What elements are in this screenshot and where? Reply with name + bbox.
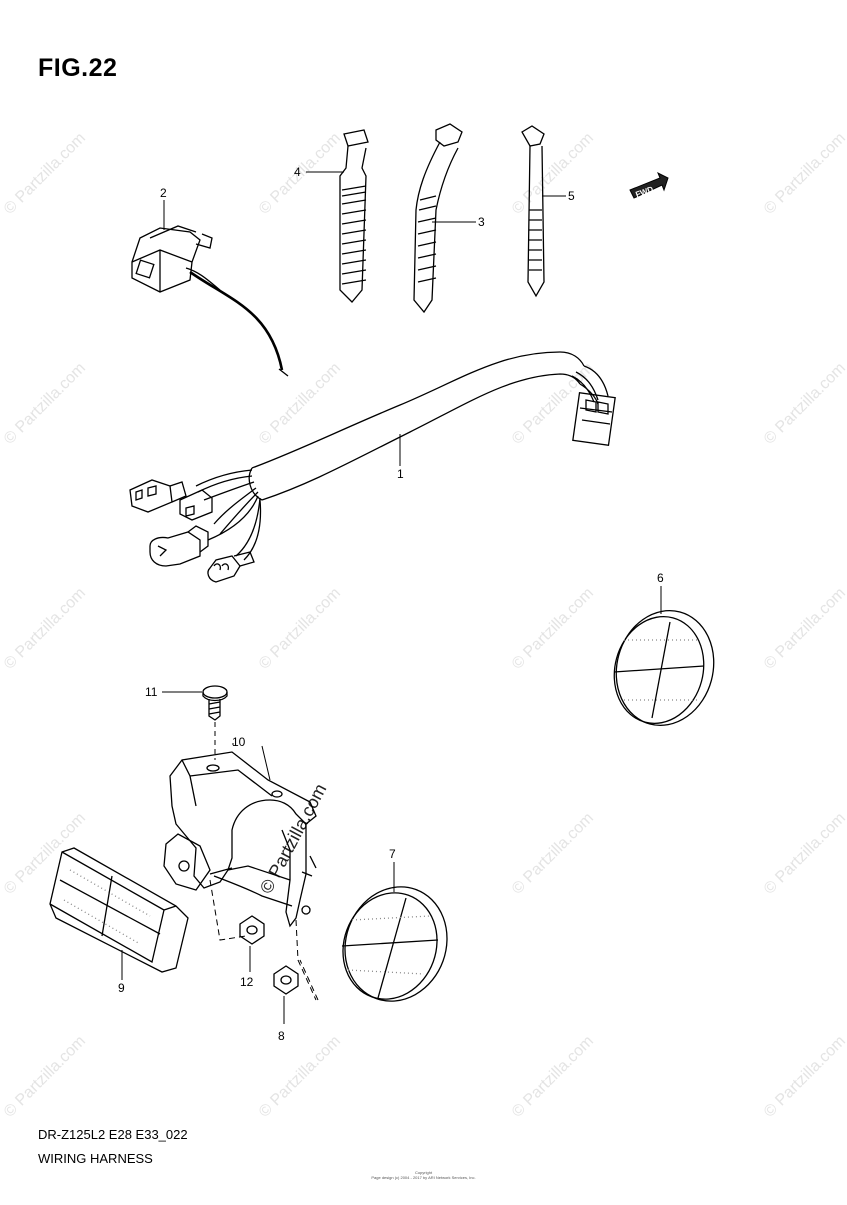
watermark: © Partzilla.com — [761, 130, 847, 218]
central-watermark: © Partzilla.com — [256, 780, 331, 896]
callout-11: 11 — [145, 685, 158, 699]
callout-3: 3 — [478, 215, 485, 229]
part-10-bracket — [163, 751, 317, 928]
part-9-rect-reflector — [49, 847, 189, 973]
watermark: © Partzilla.com — [1, 1033, 89, 1121]
watermark: © Partzilla.com — [509, 810, 597, 898]
callout-7: 7 — [389, 847, 396, 861]
part-7-round-reflector — [341, 886, 448, 1002]
leader-line — [261, 745, 271, 781]
watermark: © Partzilla.com — [761, 810, 847, 898]
part-8-nut — [273, 965, 299, 995]
watermark: © Partzilla.com — [509, 585, 597, 673]
copyright-line: Copyright — [414, 1170, 433, 1175]
callout-8: 8 — [278, 1029, 285, 1043]
part-5-cable-tie — [521, 125, 545, 298]
figure-title: FIG.22 — [38, 54, 118, 82]
part-6-round-reflector — [613, 609, 715, 727]
watermark: © Partzilla.com — [509, 130, 597, 218]
callout-6: 6 — [657, 571, 664, 585]
callout-12: 12 — [240, 975, 254, 989]
watermark: © Partzilla.com — [1, 585, 89, 673]
watermark: © Partzilla.com — [1, 810, 89, 898]
part-3-clamp — [413, 123, 463, 314]
watermark: © Partzilla.com — [509, 360, 597, 448]
watermark: © Partzilla.com — [256, 585, 344, 673]
watermark: © Partzilla.com — [1, 360, 89, 448]
copyright-notice: Copyright Page design (c) 2004 - 2017 by… — [0, 1170, 847, 1180]
watermark: © Partzilla.com — [509, 1033, 597, 1121]
part-4-band — [339, 129, 369, 303]
part-1-wiring-harness — [129, 351, 616, 583]
callout-4: 4 — [294, 165, 301, 179]
forward-direction-arrow: FWD — [629, 171, 669, 199]
watermark: © Partzilla.com — [761, 360, 847, 448]
watermark: © Partzilla.com — [256, 1033, 344, 1121]
callout-2: 2 — [160, 186, 167, 200]
callout-1: 1 — [397, 467, 404, 481]
copyright-line: Page design (c) 2004 - 2017 by ARI Netwo… — [371, 1175, 476, 1180]
watermark-grid: © Partzilla.com © Partzilla.com © Partzi… — [1, 130, 847, 1121]
callout-9: 9 — [118, 981, 125, 995]
model-code: DR-Z125L2 E28 E33_022 — [38, 1127, 188, 1142]
part-11-screw — [202, 685, 228, 721]
part-2-switch — [131, 225, 289, 377]
assembly-guide-lines — [209, 879, 319, 1001]
callout-5: 5 — [568, 189, 575, 203]
svg-text:© Partzilla.com: © Partzilla.com — [256, 780, 331, 896]
diagram-caption: WIRING HARNESS — [38, 1151, 153, 1166]
watermark: © Partzilla.com — [761, 585, 847, 673]
watermark: © Partzilla.com — [1, 130, 89, 218]
callout-10: 10 — [232, 735, 246, 749]
part-12-nut — [239, 915, 265, 945]
watermark: © Partzilla.com — [761, 1033, 847, 1121]
